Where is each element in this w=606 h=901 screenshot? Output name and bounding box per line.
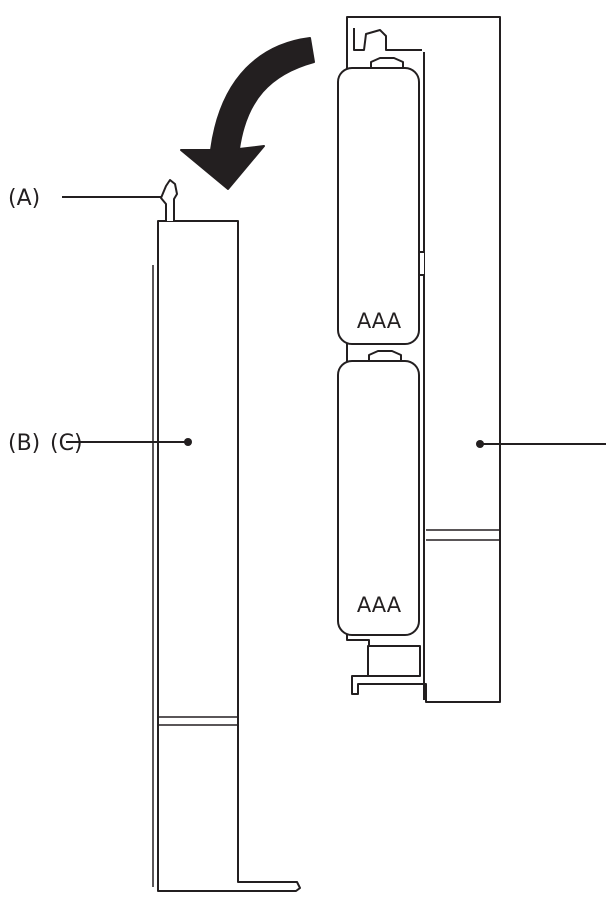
callout-label-c: (C) [50,431,83,456]
battery-label-bottom: AAA [357,593,402,617]
rotate-arrow-icon [180,37,315,190]
callout-label-a: (A) [8,186,40,211]
battery-compartment: AAA AAA [337,16,501,703]
battery-cover [152,179,301,892]
callout-label-b: (B) [8,431,40,456]
battery-label-top: AAA [357,309,402,333]
